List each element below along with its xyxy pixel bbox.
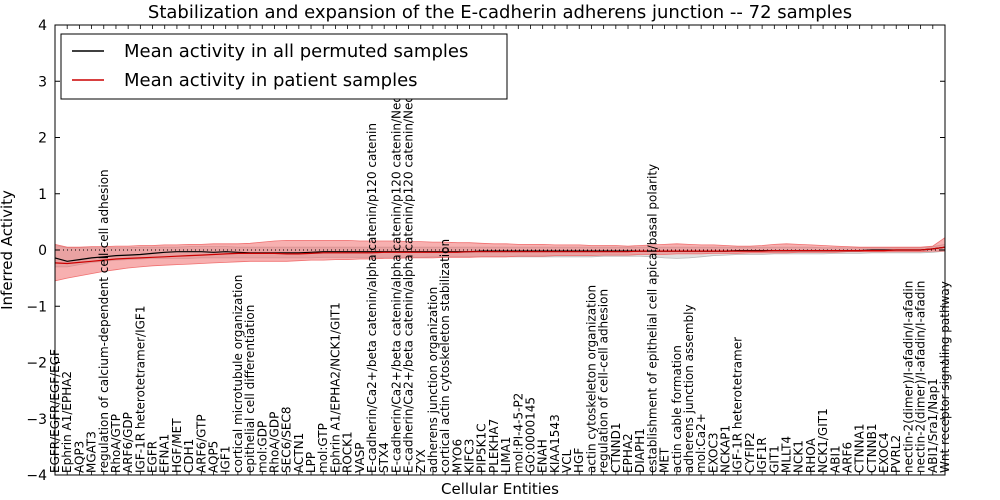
category-label: mol:PI-4-5-P2: [511, 393, 525, 473]
category-label: NCK1: [792, 440, 806, 473]
category-label: VCL: [560, 449, 574, 473]
category-label: EXOC3: [706, 433, 720, 474]
category-label: IGF-1R heterotetramer/IGF1: [133, 306, 147, 473]
category-label: CTNNB1: [865, 423, 879, 473]
category-label: ROCK1: [341, 431, 355, 473]
category-label: ARF6/GDP: [121, 412, 135, 473]
category-label: MET: [658, 447, 672, 473]
category-label: cortical actin cytoskeleton stabilizatio…: [438, 239, 452, 473]
category-label: ZYX: [414, 449, 428, 473]
category-label: MLLT4: [780, 436, 794, 473]
category-label: cortical microtubule organization: [231, 275, 245, 473]
category-label: Ephrin A1/EPHA2: [60, 371, 74, 473]
category-label: adherens junction organization: [426, 287, 440, 473]
chart-title: Stabilization and expansion of the E-cad…: [148, 2, 852, 23]
category-label: NCKAP1: [719, 425, 733, 473]
category-label: DIAPH1: [633, 428, 647, 473]
y-tick-label: −4: [26, 468, 47, 484]
y-tick-label: 0: [38, 243, 47, 259]
category-label: E-cadherin/Ca2+/beta catenin/alpha caten…: [402, 80, 416, 473]
series-band-1: [54, 236, 946, 282]
category-label: KIFC3: [463, 439, 477, 473]
category-label: STX4: [377, 442, 391, 473]
category-label: mol:GTP: [316, 423, 330, 473]
category-label: mol:Ca2+: [694, 413, 708, 473]
category-label: regulation of cell-cell adhesion: [597, 289, 611, 473]
y-tick-label: −1: [26, 299, 47, 315]
category-label: adherens junction assembly: [682, 304, 696, 473]
category-label: CTNNA1: [853, 423, 867, 473]
legend-box: [60, 33, 508, 100]
category-label: CYFIP2: [743, 432, 757, 473]
category-label: actin cable formation: [670, 345, 684, 473]
legend: Mean activity in all permuted samplesMea…: [60, 33, 508, 100]
category-label: RhoA/GDP: [268, 412, 282, 473]
category-label: nectin-2(dimer)/I-afadin/I-afadin: [901, 281, 915, 473]
y-axis-label: Inferred Activity: [0, 190, 16, 310]
category-label: mol:GDP: [255, 421, 269, 473]
category-label: establishment of epithelial cell apical/…: [645, 164, 659, 473]
category-label: EGFR: [146, 441, 160, 473]
category-label: AQP3: [72, 441, 86, 473]
category-label: ABI1: [828, 445, 842, 473]
y-tick-label: −2: [26, 356, 47, 372]
category-label: E-cadherin/Ca2+/beta catenin/alpha caten…: [365, 123, 379, 473]
category-label: CDH1: [182, 439, 196, 473]
category-label: HGF: [572, 448, 586, 473]
series-line-1: [54, 246, 946, 265]
category-label: ENAH: [536, 439, 550, 473]
x-axis-label: Cellular Entities: [441, 480, 559, 498]
category-label: epithelial cell differentiation: [243, 305, 257, 473]
category-label: GIT1: [767, 445, 781, 473]
y-tick-label: 3: [38, 74, 47, 90]
category-label: NCK1/GIT1: [816, 408, 830, 473]
category-label: VASP: [353, 442, 367, 473]
y-tick-label: 1: [38, 187, 47, 203]
category-label: IGF-1R heterotetramer: [731, 337, 745, 473]
category-label: ARF6: [841, 442, 855, 473]
category-label: RHOA: [804, 437, 818, 473]
category-label: AQP5: [207, 441, 221, 473]
category-label: MYO6: [450, 439, 464, 473]
category-label: actin cytoskeleton organization: [584, 285, 598, 473]
category-label: PIP5K1C: [475, 423, 489, 473]
category-label: E-cadherin/Ca2+/beta catenin/alpha caten…: [389, 80, 403, 473]
category-label: KIAA1543: [548, 414, 562, 473]
category-label: EFNA1: [158, 434, 172, 473]
category-label: ARF6/GTP: [194, 414, 208, 473]
legend-label-0: Mean activity in all permuted samples: [124, 41, 468, 62]
category-label: CTNND1: [609, 422, 623, 473]
category-label: LPP: [304, 452, 318, 473]
category-label: MGAT3: [85, 431, 99, 473]
category-label: EXOC4: [877, 433, 891, 474]
category-label: RhoA/GTP: [109, 414, 123, 473]
category-label: PVRL2: [889, 435, 903, 473]
category-label: nectin-2(dimer)/I-afadin/I-afadin: [914, 281, 928, 473]
category-label: ACTN1: [292, 433, 306, 473]
y-tick-label: 2: [38, 131, 47, 147]
category-label: HGF/MET: [170, 418, 184, 473]
category-label: SEC6/SEC8: [280, 407, 294, 473]
category-label: ABI1/Sra1/Nap1: [926, 378, 940, 473]
category-label: GO:0000145: [524, 397, 538, 473]
category-label: regulation of calcium-dependent cell-cel…: [97, 169, 111, 473]
category-label: EPHA2: [621, 433, 635, 473]
category-label: PLEKHA7: [487, 419, 501, 473]
legend-label-1: Mean activity in patient samples: [124, 70, 418, 91]
category-label: IGF1: [219, 446, 233, 473]
y-tick-label: −3: [26, 412, 47, 428]
category-label: LIMA1: [499, 437, 513, 473]
category-label: Ephrin A1/EPHA2/NCK1/GIT1: [328, 302, 342, 473]
category-label: IGF1R: [755, 437, 769, 473]
y-tick-label: 4: [38, 18, 47, 34]
